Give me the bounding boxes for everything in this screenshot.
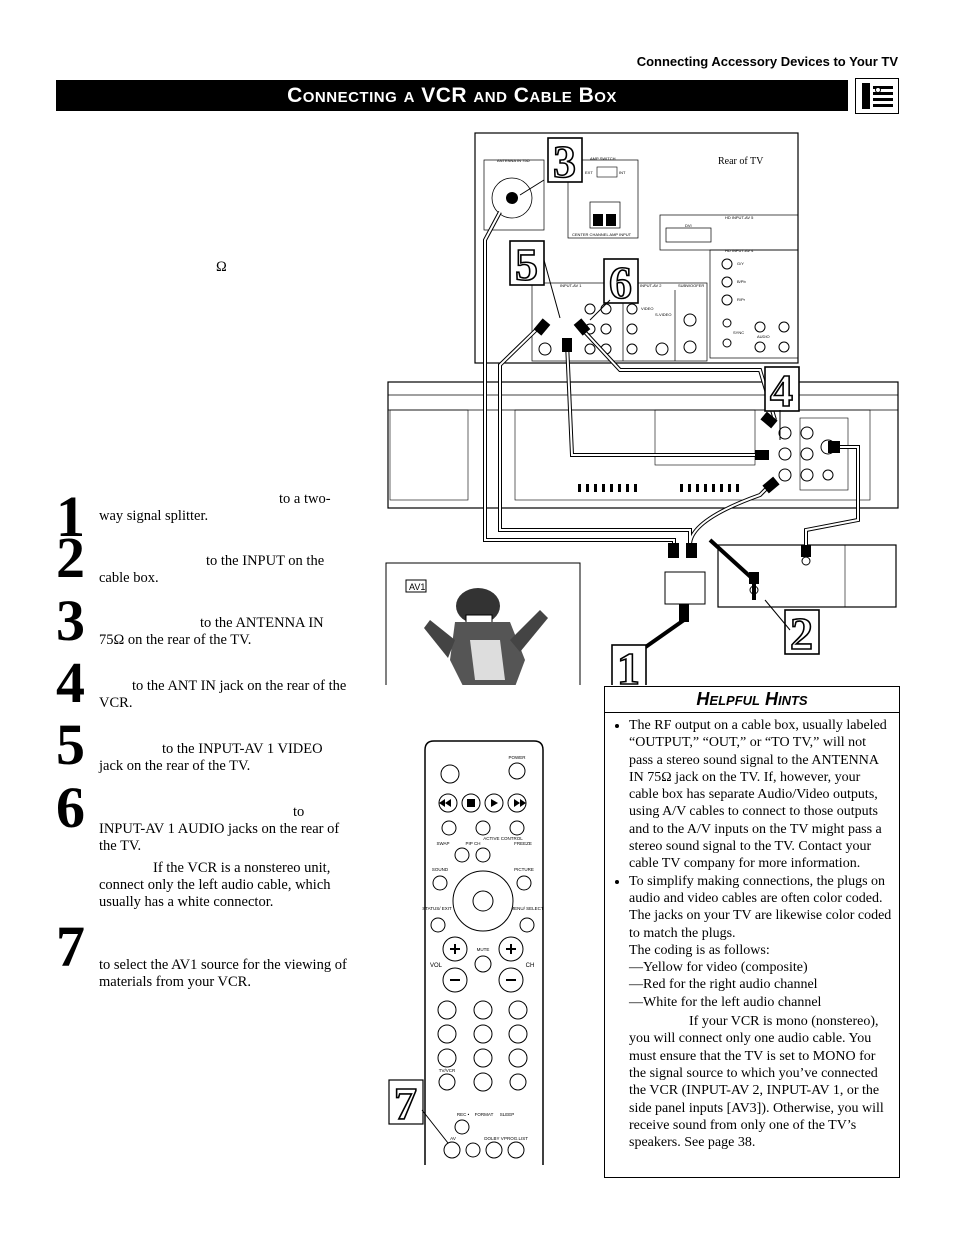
coding-intro: The coding is as follows: (629, 942, 770, 958)
svg-text:PROG.LIST: PROG.LIST (504, 1136, 528, 1141)
svg-text:SYNC: SYNC (733, 330, 744, 335)
amp-switch-label: AMP SWITCH (590, 156, 616, 161)
football-player-image (424, 588, 548, 685)
svg-text:INPUT-AV 2: INPUT-AV 2 (640, 283, 662, 288)
page-title-text: Connecting a VCR and Cable Box (287, 84, 617, 107)
callout-2: 2 (790, 608, 813, 659)
svg-text:AUDIO: AUDIO (757, 334, 770, 339)
svg-text:ACTIVE CONTROL: ACTIVE CONTROL (483, 836, 523, 841)
step-text-7: to select the AV1 source for the viewing… (99, 957, 347, 990)
antenna-label: ANTENNA IN 75Ω (497, 158, 530, 163)
callout-3: 3 (553, 136, 576, 187)
callout-6: 6 (609, 257, 632, 308)
svg-text:REC •: REC • (457, 1112, 470, 1117)
svg-text:HD INPUT-AV 5: HD INPUT-AV 5 (725, 215, 754, 220)
step-text-4: to the ANT IN jack on the rear of the VC… (99, 678, 347, 711)
svg-text:PIP CH: PIP CH (466, 841, 481, 846)
svg-text:SUBWOOFER: SUBWOOFER (678, 283, 704, 288)
svg-text:DVI: DVI (685, 223, 692, 228)
step-text-1: to a two-way signal splitter. (99, 491, 331, 524)
connection-diagram: Rear of TV ANTENNA IN 75Ω AMP SWITCH EXT… (385, 132, 899, 685)
step-number-3: 3 (56, 588, 85, 653)
svg-text:S-VIDEO: S-VIDEO (655, 312, 671, 317)
svg-text:EXT: EXT (585, 170, 593, 175)
step-number-5: 5 (56, 712, 85, 777)
vcr-body (387, 381, 899, 509)
svg-text:VIDEO: VIDEO (641, 306, 653, 311)
svg-text:B/Pb: B/Pb (737, 279, 746, 284)
svg-text:HD INPUT-AV 4: HD INPUT-AV 4 (725, 248, 754, 253)
step-text-6c: If the VCR is a nonstereo unit, connect … (99, 860, 331, 910)
svg-text:INPUT-AV 1: INPUT-AV 1 (560, 283, 582, 288)
svg-text:MENU/ SELECT: MENU/ SELECT (510, 906, 544, 911)
av1-badge: AV1 (409, 582, 425, 592)
callout-5: 5 (515, 239, 538, 290)
hints-list: The RF output on a cable box, usually la… (605, 717, 899, 1151)
step-number-6: 6 (56, 775, 85, 840)
step-text-6b: INPUT-AV 1 AUDIO jacks on the rear of th… (99, 821, 340, 854)
helpful-hints-title: Helpful Hints (605, 687, 899, 713)
svg-text:AV: AV (450, 1136, 456, 1141)
svg-text:CH: CH (526, 963, 535, 969)
svg-text:STATUS/ EXIT: STATUS/ EXIT (422, 906, 452, 911)
step-number-4: 4 (56, 650, 85, 715)
step-text-5: to the INPUT-AV 1 VIDEO jack on the rear… (99, 741, 323, 774)
svg-text:PICTURE: PICTURE (514, 867, 534, 872)
svg-text:SOUND: SOUND (432, 867, 449, 872)
svg-text:FORMAT: FORMAT (475, 1112, 494, 1117)
svg-text:SWAP: SWAP (436, 841, 449, 846)
svg-text:SLEEP: SLEEP (500, 1112, 515, 1117)
omega-symbol: Ω (216, 259, 227, 275)
rear-of-tv-label: Rear of TV (718, 156, 764, 167)
svg-text:G/Y: G/Y (737, 261, 744, 266)
svg-text:POWER: POWER (508, 755, 526, 760)
section-header: Connecting Accessory Devices to Your TV (636, 54, 898, 69)
svg-text:CENTER CHANNEL AMP INPUT: CENTER CHANNEL AMP INPUT (572, 232, 632, 237)
coding-line: —White for the left audio channel (629, 994, 822, 1010)
callout-7: 7 (394, 1078, 417, 1129)
coding-line: —Red for the right audio channel (629, 977, 818, 993)
svg-text:MUTE: MUTE (477, 947, 490, 952)
step-text-6a: to (293, 804, 305, 820)
svg-text:DOLBY V: DOLBY V (484, 1136, 503, 1141)
coding-line: —Yellow for video (composite) (629, 960, 808, 976)
cables-icon (855, 78, 899, 114)
mono-note: If your VCR is mono (nonstereo), you wil… (629, 1014, 884, 1151)
svg-text:TV/VCR: TV/VCR (439, 1068, 456, 1073)
svg-text:INT: INT (619, 170, 626, 175)
step-number-2: 2 (56, 525, 85, 590)
page-title: Connecting a VCR and Cable Box (56, 80, 848, 111)
step-text-2: to the INPUT on the cable box. (99, 553, 325, 586)
svg-text:FREEZE: FREEZE (514, 841, 532, 846)
svg-text:VOL: VOL (430, 963, 443, 969)
hint-item: To simplify making connections, the plug… (629, 873, 893, 1152)
callout-4: 4 (770, 365, 793, 416)
step-number-7: 7 (56, 914, 85, 979)
callout-1: 1 (617, 643, 640, 685)
remote-control: POWER TV VCR ACC SWAP PIP CH ACTIVE CONT… (388, 740, 544, 1165)
svg-text:R/Pr: R/Pr (737, 297, 746, 302)
step-number-1: 1 (56, 484, 85, 549)
helpful-hints-box: Helpful Hints The RF output on a cable b… (604, 686, 900, 1178)
hint-item: The RF output on a cable box, usually la… (629, 717, 893, 873)
step-text-3: to the ANTENNA IN 75Ω on the rear of the… (99, 615, 324, 648)
